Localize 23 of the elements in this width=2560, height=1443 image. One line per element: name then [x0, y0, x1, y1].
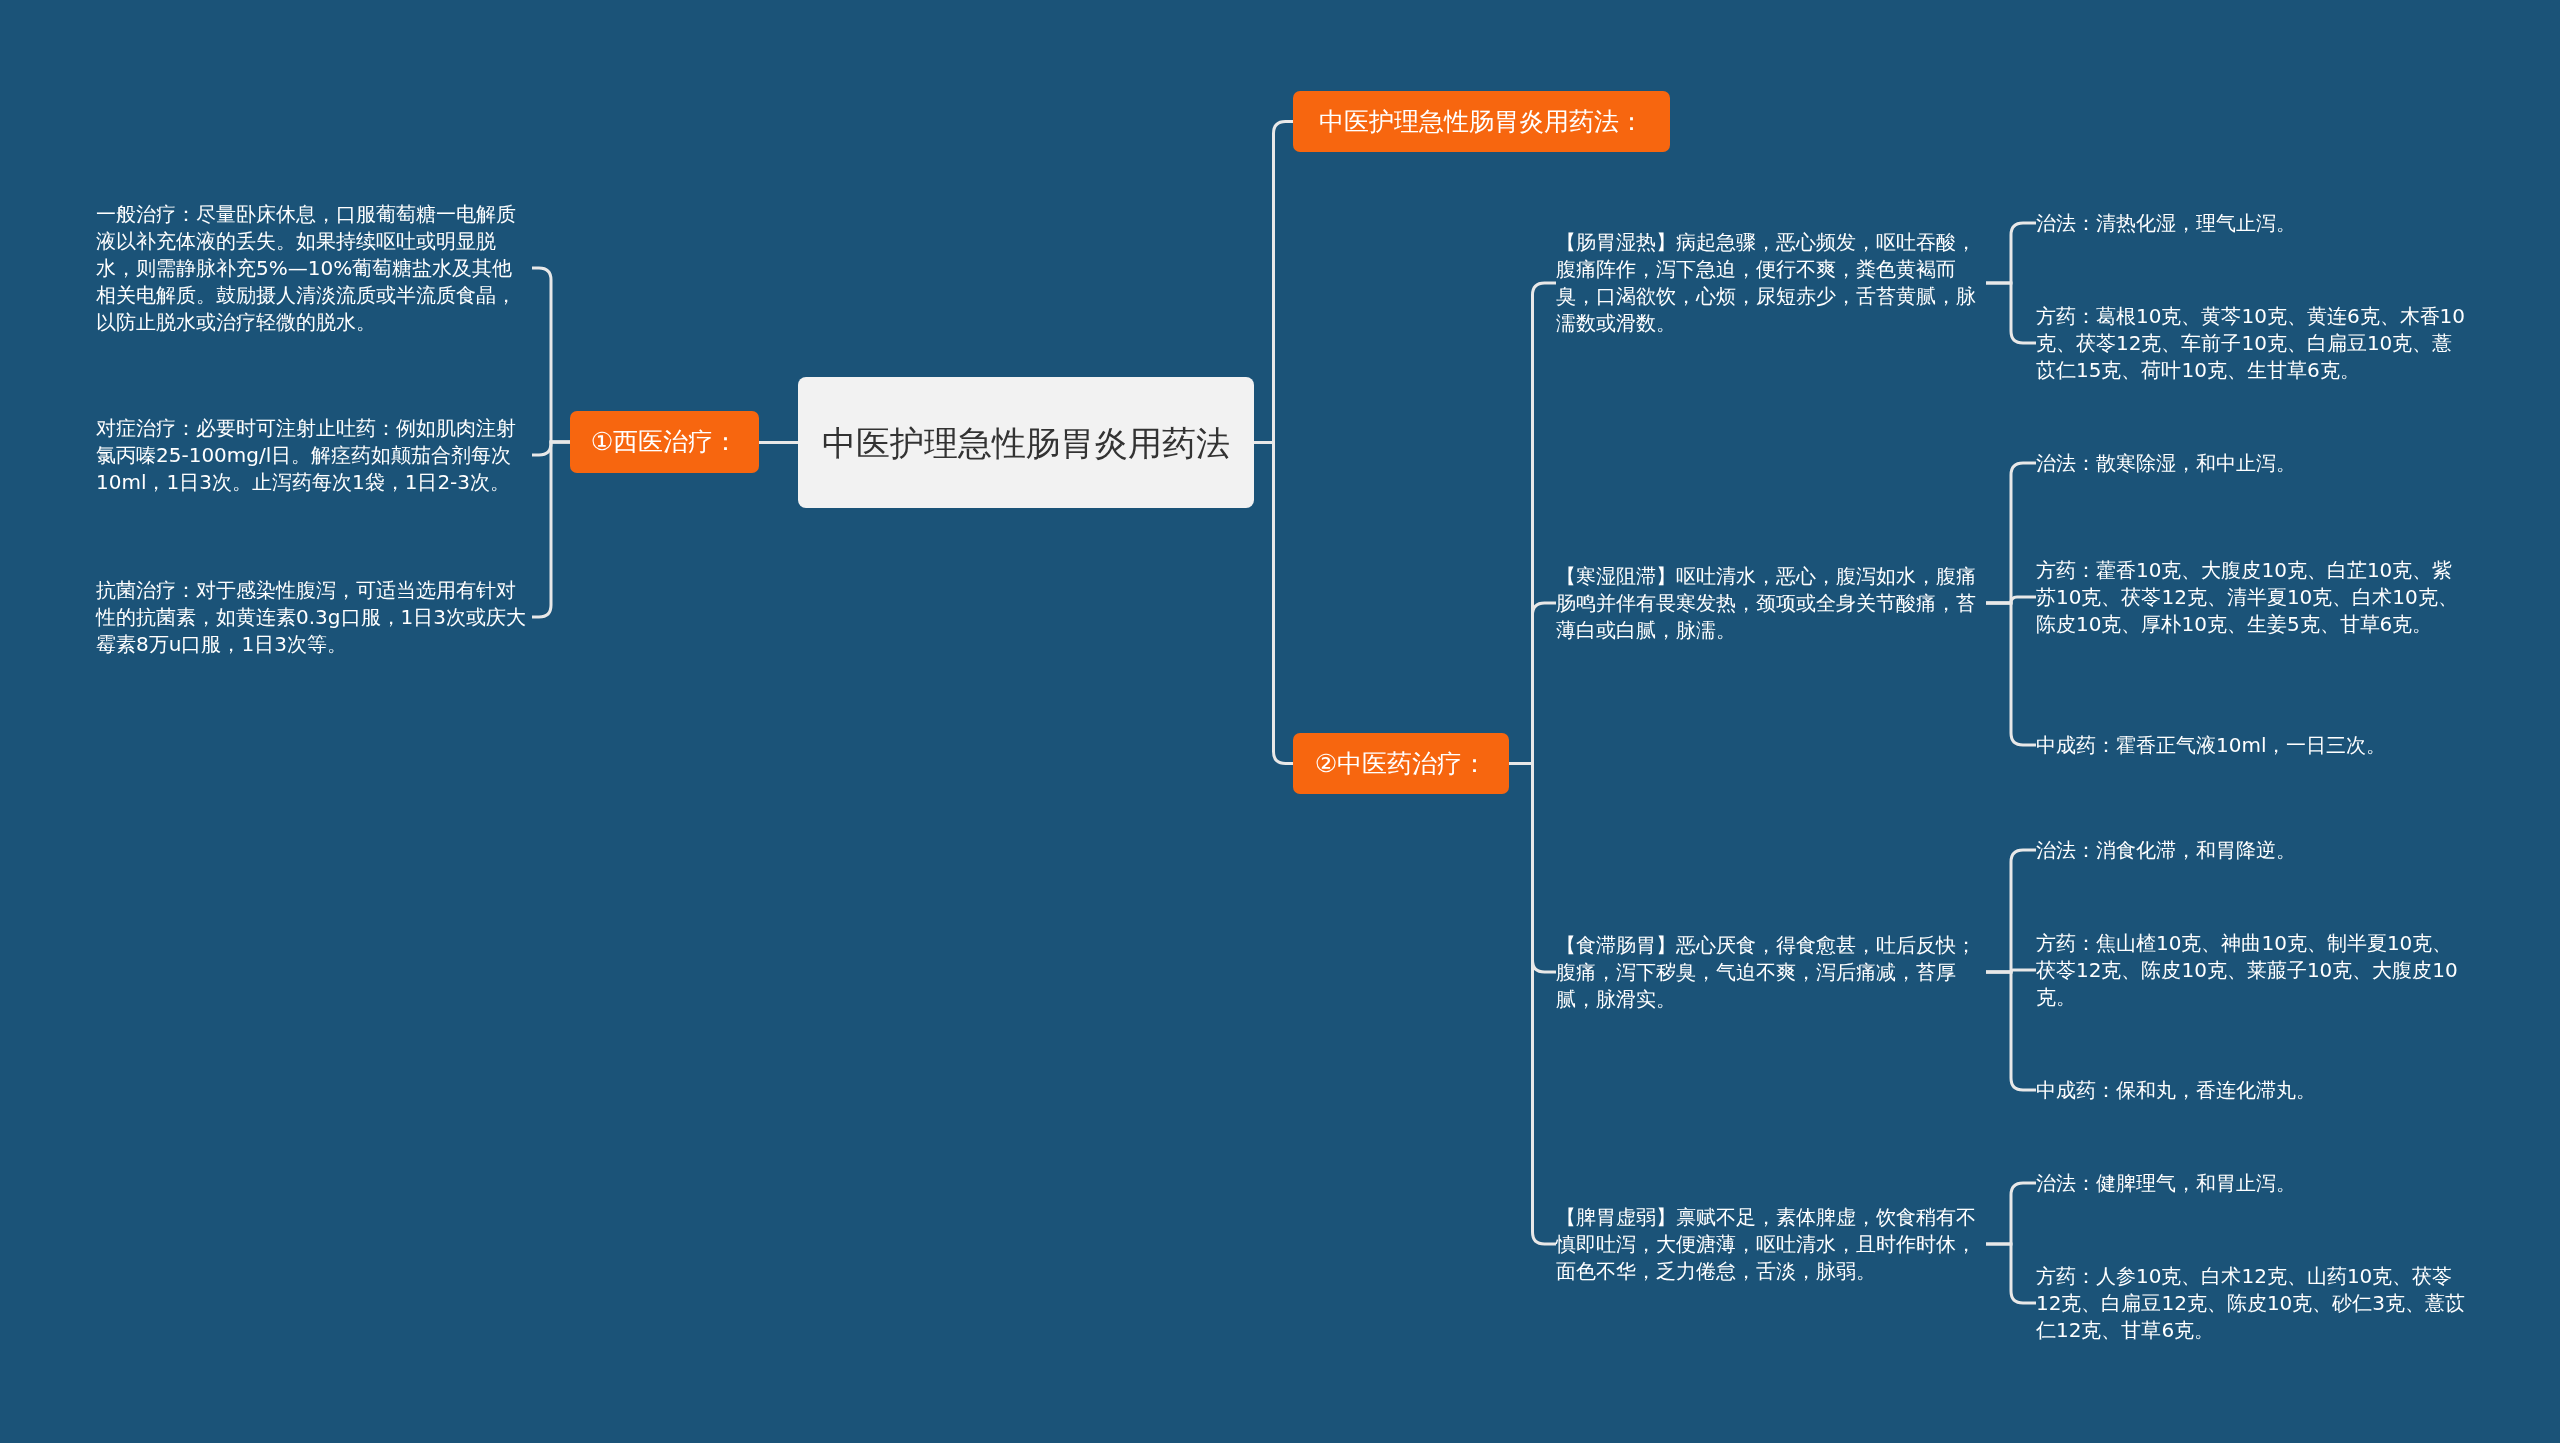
topic-text: 抗菌治疗：对于感染性腹泻，可适当选用有针对性的抗菌素，如黄连素0.3g口服，1日3次或庆大霉素8万u口服，1日3次等。 [96, 576, 527, 658]
topic-text: 【肠胃湿热】病起急骤，恶心频发，呕吐吞酸，腹痛阵作，泻下急迫，便行不爽，粪色黄褐而臭，口渴欲饮，心烦，尿短赤少，舌苔黄腻，脉濡数或滑数。 [1556, 229, 1977, 337]
topic-text: 方药：藿香10克、大腹皮10克、白芷10克、紫苏10克、茯苓12克、清半夏10克、白术10克、陈皮10克、厚朴10克、生姜5克、甘草6克。 [2036, 556, 2459, 638]
topic-text: 治法：健脾理气，和胃止泻。 [2036, 1169, 2296, 1197]
topic-text: 中成药：保和丸，香连化滞丸。 [2036, 1076, 2316, 1104]
topic-text: 治法：清热化湿，理气止泻。 [2036, 209, 2296, 237]
topic-text: 方药：葛根10克、黄芩10克、黄连6克、木香10克、茯苓12克、车前子10克、白扁豆10克、薏苡仁15克、荷叶10克、生甘草6克。 [2036, 302, 2466, 384]
central-topic-box: 中医护理急性肠胃炎用药法 [798, 377, 1254, 508]
topic-text: 治法：散寒除湿，和中止泻。 [2036, 449, 2296, 477]
topic-text: 中成药：霍香正气液10ml，一日三次。 [2036, 731, 2387, 759]
topic-text: 方药：人参10克、白术12克、山药10克、茯苓12克、白扁豆12克、陈皮10克、砂仁3克、薏苡仁12克、甘草6克。 [2036, 1262, 2466, 1344]
topic-text: 治法：消食化滞，和胃降逆。 [2036, 836, 2296, 864]
topic-text: 【脾胃虚弱】禀赋不足，素体脾虚，饮食稍有不慎即吐泻，大便溏薄，呕吐清水，且时作时休，面色不华，乏力倦怠，舌淡，脉弱。 [1556, 1203, 1977, 1285]
topic-text: 【食滞肠胃】恶心厌食，得食愈甚，吐后反快；腹痛，泻下秽臭，气迫不爽，泻后痛减，苔厚腻，脉滑实。 [1556, 931, 1977, 1013]
branch-box: ①西医治疗： [570, 411, 759, 473]
connector-line [1254, 441, 1293, 765]
topic-text: 方药：焦山楂10克、神曲10克、制半夏10克、茯苓12克、陈皮10克、莱菔子10克、大腹皮10克。 [2036, 929, 2459, 1011]
connector-line [759, 441, 798, 444]
topic-text: 一般治疗：尽量卧床休息，口服葡萄糖一电解质液以补充体液的丢失。如果持续呕吐或明显脱水，则需静脉补充5%—10%葡萄糖盐水及其他相关电解质。鼓励摄人清淡流质或半流质食晶，以防止脱水或治疗轻微的脱水。 [96, 200, 517, 336]
branch-box: ②中医药治疗： [1293, 733, 1509, 794]
topic-text: 对症治疗：必要时可注射止吐药：例如肌肉注射氯丙嗪25-100mg/l日。解痉药如颠茄合剂每次10ml，1日3次。止泻药每次1袋，1日2-3次。 [96, 414, 517, 496]
topic-text: 【寒湿阻滞】呕吐清水，恶心，腹泻如水，腹痛肠鸣并伴有畏寒发热，颈项或全身关节酸痛，苔薄白或白腻，脉濡。 [1556, 562, 1977, 644]
branch-box: 中医护理急性肠胃炎用药法： [1293, 91, 1670, 152]
